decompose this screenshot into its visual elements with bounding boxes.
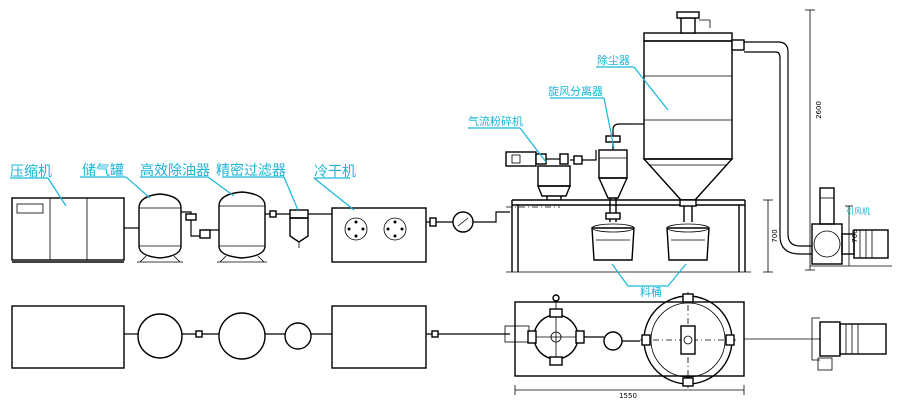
label-dust-collector: 除尘器 (597, 53, 630, 67)
label-precision-filter: 精密过滤器 (216, 162, 286, 179)
dust-collector-plan (640, 292, 736, 388)
induced-fan-elevation (810, 187, 892, 267)
oil-remover-plan (218, 312, 266, 360)
label-induced-fan: 引风机 (846, 206, 870, 216)
compressor-elevation (11, 197, 125, 263)
dimension-texts: 2600 700 700 1550 (619, 101, 859, 400)
oil-remover-elevation (217, 191, 267, 263)
dim-height-total: 2600 (815, 101, 823, 119)
exhaust-pipe (744, 41, 812, 255)
air-tank-elevation (137, 193, 183, 263)
plan-piping (124, 330, 510, 338)
label-compressor: 压缩机 (10, 164, 52, 180)
cold-dryer-plan (331, 305, 427, 369)
dim-height-fan: 700 (851, 229, 859, 242)
dimension-lines (514, 9, 853, 395)
precision-filter-elevation (289, 209, 309, 248)
dim-width-base: 1550 (619, 392, 637, 400)
label-texts: 压缩机 储气罐 高效除油器 精密过滤器 冷干机 气流粉碎机 旋风分离器 除尘器 … (10, 53, 870, 299)
label-air-tank: 储气罐 (82, 163, 124, 179)
dim-height-table: 700 (771, 229, 779, 242)
label-airflow-mill: 气流粉碎机 (468, 114, 523, 128)
airflow-mill-elevation (505, 150, 597, 200)
label-oil-remover: 高效除油器 (140, 162, 210, 179)
dust-collector-elevation (634, 11, 745, 261)
label-leaders (10, 66, 687, 287)
air-tank-plan (137, 313, 183, 359)
pressure-gauge-elevation (452, 211, 474, 233)
cold-dryer-elevation (331, 207, 427, 263)
induced-fan-plan (811, 317, 887, 371)
label-cold-dryer: 冷干机 (314, 164, 356, 180)
cyclone-plan (584, 331, 640, 351)
precision-filter-plan (284, 322, 312, 350)
label-material-bin: 料桶 (640, 285, 662, 299)
cyclone-separator-elevation (591, 123, 635, 261)
support-table (506, 199, 751, 273)
compressor-plan (11, 305, 125, 369)
airflow-mill-plan (527, 294, 585, 366)
label-cyclone: 旋风分离器 (548, 84, 603, 98)
elevation-piping (124, 210, 510, 239)
